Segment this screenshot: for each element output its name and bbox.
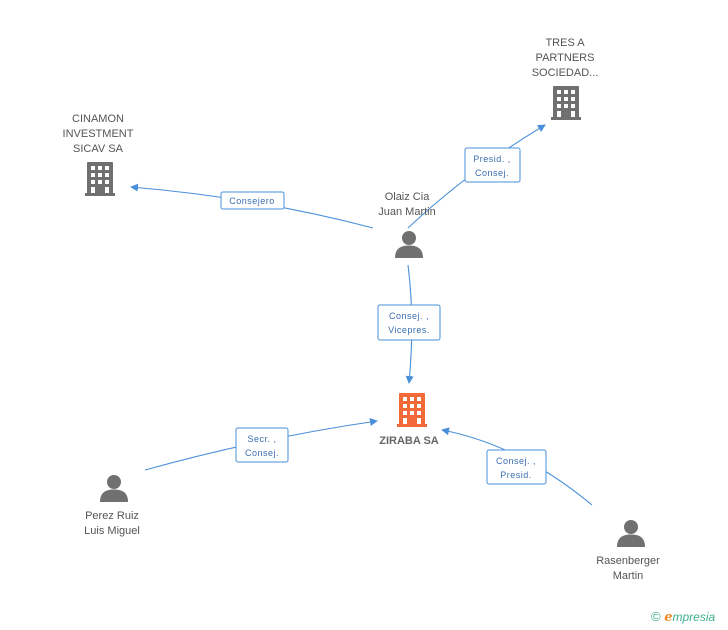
node-label-line: ZIRABA SA [379, 435, 439, 447]
node-tres-a-partners[interactable]: TRES A PARTNERS SOCIEDAD... [532, 37, 599, 120]
node-ziraba-sa[interactable]: ZIRABA SA [379, 393, 439, 447]
building-icon [551, 86, 581, 120]
edge-label-line: Presid. [500, 470, 532, 480]
node-label-line: INVESTMENT [63, 128, 134, 140]
node-olaiz-cia[interactable]: Olaiz Cia Juan Martin [378, 191, 436, 258]
edge-olaiz-to-cinamon: Consejero [130, 183, 374, 229]
edge-olaiz-to-ziraba: Consej. , Vicepres. [377, 264, 441, 384]
person-icon [617, 520, 645, 547]
edge-label-line: Consejero [229, 196, 275, 206]
node-rasenberger-martin[interactable]: Rasenberger Martin [596, 520, 660, 582]
node-label-line: PARTNERS [536, 52, 595, 64]
node-label-line: Perez Ruiz [85, 510, 139, 522]
person-icon [100, 475, 128, 502]
node-label-line: Rasenberger [596, 555, 660, 567]
copyright-brand[interactable]: © empresia [651, 609, 715, 625]
edge-label-line: Vicepres. [388, 325, 430, 335]
edge-label-line: Consej. [475, 168, 509, 178]
node-label-line: SICAV SA [73, 143, 124, 155]
brand-logo-text: mpresia [672, 610, 716, 624]
copyright-icon: © [651, 609, 661, 624]
edge-perez-to-ziraba: Secr. , Consej. [144, 418, 378, 471]
brand-logo-letter: e [664, 610, 673, 625]
node-cinamon-investment[interactable]: CINAMON INVESTMENT SICAV SA [63, 113, 134, 196]
building-icon [85, 162, 115, 196]
node-label-line: SOCIEDAD... [532, 67, 599, 79]
node-perez-ruiz[interactable]: Perez Ruiz Luis Miguel [84, 475, 140, 537]
node-label-line: TRES A [545, 37, 585, 49]
edge-rasenberger-to-ziraba: Consej. , Presid. [441, 427, 593, 506]
node-label-line: Olaiz Cia [385, 191, 431, 203]
edge-label-line: Presid. , [473, 154, 511, 164]
edge-olaiz-to-tres: Presid. , Consej. [407, 124, 546, 229]
node-label-line: Luis Miguel [84, 525, 140, 537]
edge-label-line: Secr. , [247, 434, 276, 444]
node-label-line: CINAMON [72, 113, 124, 125]
edge-label-line: Consej. , [389, 311, 429, 321]
edge-label-line: Consej. , [496, 456, 536, 466]
edge-label-line: Consej. [245, 448, 279, 458]
person-icon [395, 231, 423, 258]
node-label-line: Juan Martin [378, 206, 435, 218]
building-icon [397, 393, 427, 427]
node-label-line: Martin [613, 570, 644, 582]
